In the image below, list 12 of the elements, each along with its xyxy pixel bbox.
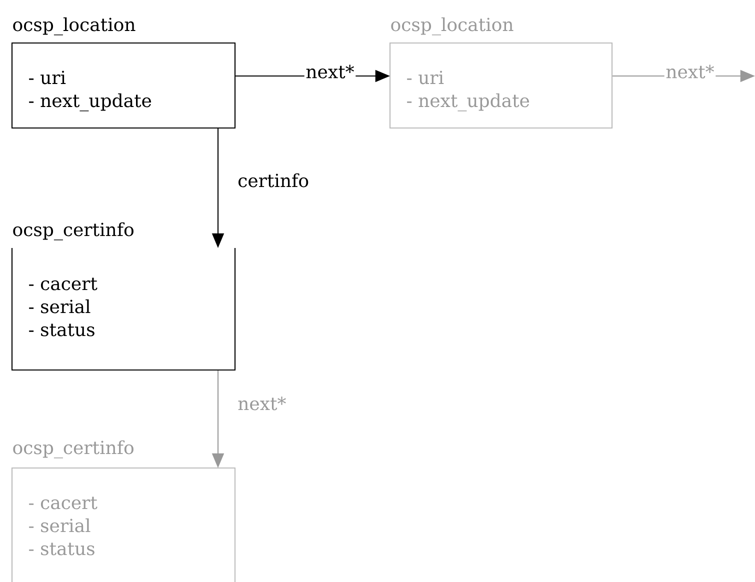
edge-label: next*	[664, 63, 716, 80]
box-title: ocsp_location	[391, 17, 514, 36]
class-box: - uri - next_update	[11, 42, 236, 129]
box-title: ocsp_certinfo	[13, 222, 134, 240]
class-box: - cacert - serial - status	[11, 248, 236, 371]
class-box: - cacert - serial - status	[11, 467, 236, 582]
edge-label: certinfo	[236, 172, 310, 189]
edge-label: next*	[304, 63, 356, 80]
box-title: ocsp_certinfo	[13, 440, 134, 458]
class-box: - uri - next_update	[389, 42, 613, 129]
box-title: ocsp_location	[13, 17, 136, 36]
edge-label: next*	[236, 395, 288, 412]
